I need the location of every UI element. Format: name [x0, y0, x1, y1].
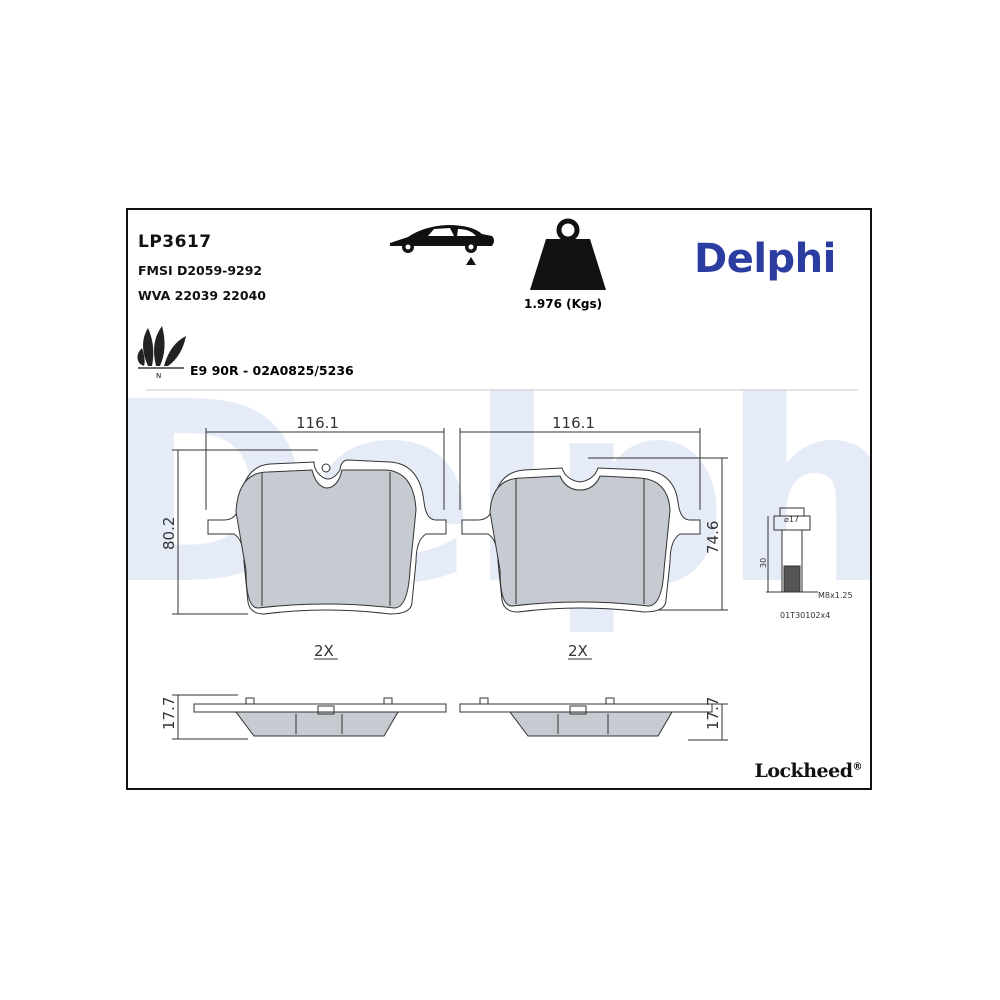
- svg-text:2X: 2X: [568, 642, 588, 660]
- svg-text:30: 30: [759, 558, 768, 568]
- delphi-logo: Delphi: [694, 236, 836, 282]
- product-code: LP3617: [138, 232, 212, 252]
- svg-text:74.6: 74.6: [704, 521, 722, 554]
- svg-text:N: N: [156, 372, 161, 380]
- svg-text:17.7: 17.7: [704, 697, 722, 730]
- weight-icon: [530, 218, 606, 290]
- svg-text:116.1: 116.1: [552, 414, 595, 432]
- ece-r90-approval: E9 90R - 02A0825/5236: [190, 363, 354, 378]
- svg-text:80.2: 80.2: [160, 517, 178, 550]
- svg-text:M8x1.25: M8x1.25: [818, 591, 853, 600]
- lockheed-logo: Lockheed®: [754, 760, 862, 782]
- svg-text:01T30102x4: 01T30102x4: [780, 611, 830, 620]
- svg-text:2X: 2X: [314, 642, 334, 660]
- fmsi-number: FMSI D2059-9292: [138, 263, 263, 278]
- svg-text:116.1: 116.1: [296, 414, 339, 432]
- brake-pad-drawing: 116.1 116.1 80.2 74.6 2X 2X 17.7 17.7 ⌀1…: [160, 414, 853, 741]
- wva-number: WVA 22039 22040: [138, 288, 266, 303]
- eco-leaf-icon: N: [137, 326, 186, 380]
- car-axle-icon: [390, 225, 494, 265]
- separator-line: [146, 389, 858, 391]
- weight-value: 1.976 (Kgs): [524, 297, 603, 311]
- svg-text:17.7: 17.7: [160, 697, 178, 730]
- datasheet-frame: Delphi LP3617 FMSI D2059-9292 WVA 22039 …: [126, 208, 872, 790]
- svg-text:⌀17: ⌀17: [784, 515, 799, 524]
